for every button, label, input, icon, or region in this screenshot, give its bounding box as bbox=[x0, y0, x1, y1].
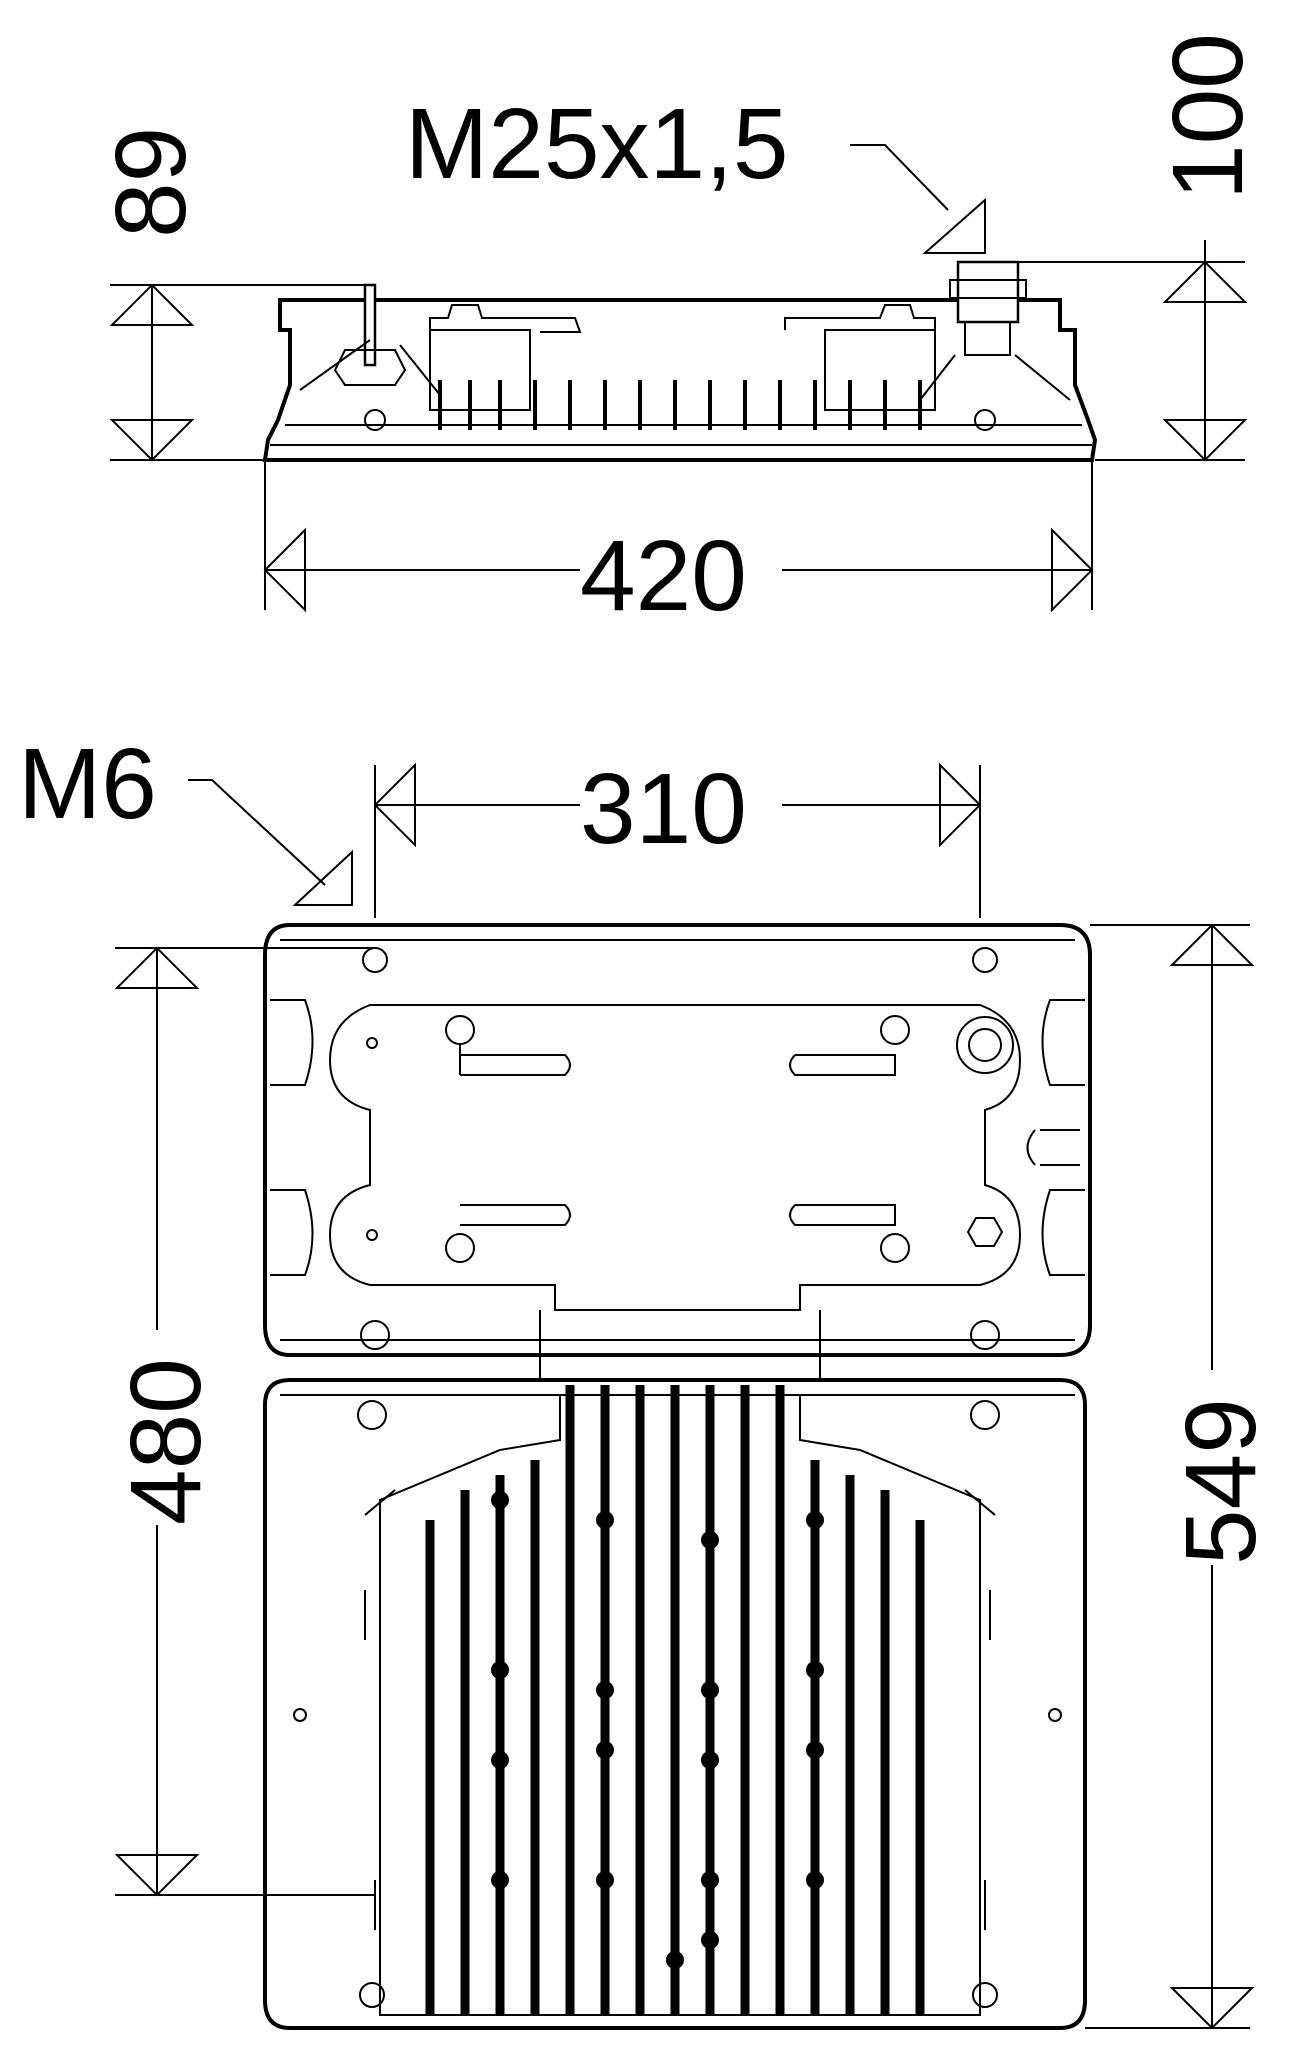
dimension-width: 420 bbox=[263, 462, 1094, 632]
bolt-label: M6 bbox=[18, 728, 157, 840]
dimension-height-right: 100 bbox=[1018, 33, 1264, 462]
fin-rivets bbox=[491, 1491, 824, 1969]
hex-nut bbox=[966, 1217, 1004, 1247]
junction-box bbox=[263, 923, 1092, 1378]
mounting-slots bbox=[445, 1015, 910, 1263]
height-right-label: 100 bbox=[1152, 33, 1264, 200]
depth-right-label: 549 bbox=[1165, 1398, 1277, 1565]
thread-label: M25x1,5 bbox=[405, 88, 789, 200]
gland-circle bbox=[956, 1016, 1014, 1074]
driver-housing bbox=[263, 1378, 1087, 2030]
bolt-leader-line bbox=[188, 779, 326, 886]
dimension-depth-left: 480 bbox=[110, 946, 375, 1897]
cooling-fins-top bbox=[425, 1385, 925, 2015]
dimension-height-left: 89 bbox=[95, 127, 365, 462]
side-view: M25x1,5 89 100 420 bbox=[95, 33, 1264, 632]
cable-gland bbox=[919, 260, 1071, 431]
bolt-leader-arrow bbox=[292, 849, 353, 906]
thread-leader-arrow bbox=[922, 197, 986, 254]
depth-left-label: 480 bbox=[110, 1358, 222, 1525]
height-left-label: 89 bbox=[95, 127, 207, 238]
dimension-depth-right: 549 bbox=[1085, 923, 1277, 2030]
mount-bolt-left bbox=[299, 283, 441, 431]
width-label: 420 bbox=[580, 520, 747, 632]
top-view: M6 310 bbox=[18, 728, 1277, 2030]
thread-leader-line bbox=[850, 144, 949, 211]
hole-spacing-label: 310 bbox=[580, 753, 747, 865]
dimension-hole-spacing: 310 bbox=[373, 753, 982, 918]
cooling-fins-side bbox=[438, 380, 922, 430]
